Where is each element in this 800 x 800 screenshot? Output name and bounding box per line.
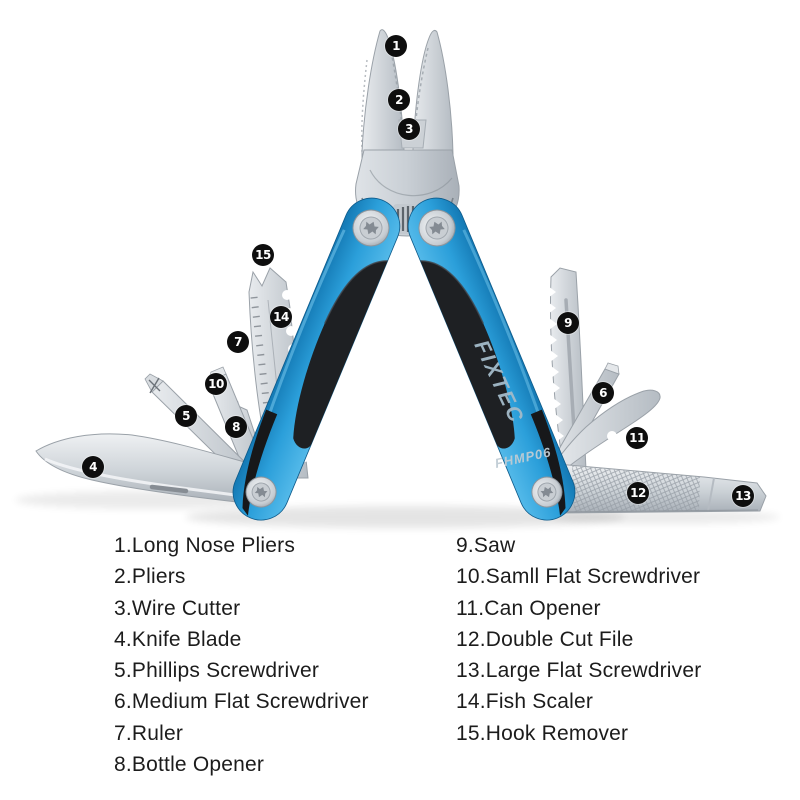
callout-5-phillips-screwdriver: 5 xyxy=(175,405,197,427)
legend-column-right: 9.Saw 10.Samll Flat Screwdriver 11.Can O… xyxy=(456,530,701,749)
callout-8-bottle-opener: 8 xyxy=(225,416,247,438)
knife-nail-nick xyxy=(149,484,189,494)
right-handle-top-screw xyxy=(418,209,456,247)
legend-item-can-opener: 11.Can Opener xyxy=(456,596,601,620)
legend-item-pliers: 2.Pliers xyxy=(114,565,186,589)
legend-item-double-cut-file: 12.Double Cut File xyxy=(456,627,634,651)
callout-1-long-nose-pliers: 1 xyxy=(385,35,407,57)
legend-item-fish-scaler: 14.Fish Scaler xyxy=(456,690,594,714)
left-handle-bottom-screw xyxy=(245,476,277,508)
legend-item-saw: 9.Saw xyxy=(456,534,516,557)
callout-11-can-opener: 11 xyxy=(626,427,648,449)
callout-15-hook-remover: 15 xyxy=(252,244,274,266)
legend-item-bottle-opener: 8.Bottle Opener xyxy=(114,753,265,777)
callout-13-large-flat-screwdriver: 13 xyxy=(732,485,754,507)
can-opener-tool xyxy=(546,389,661,483)
legend-item-wire-cutter: 3.Wire Cutter xyxy=(114,596,241,620)
legend-item-phillips-screwdriver: 5.Phillips Screwdriver xyxy=(114,659,320,683)
left-handle-grip-insert xyxy=(293,260,388,449)
legend-column-left: 1.Long Nose Pliers 2.Pliers 3.Wire Cutte… xyxy=(114,530,369,780)
left-handle-top-screw xyxy=(352,209,390,247)
callout-2-pliers: 2 xyxy=(388,89,410,111)
callout-3-wire-cutter: 3 xyxy=(398,118,420,140)
callout-6-medium-flat-screwdriver: 6 xyxy=(592,382,614,404)
left-handle xyxy=(232,197,401,521)
callout-10-small-flat-screwdriver: 10 xyxy=(205,373,227,395)
legend-item-medium-flat-screwdriver: 6.Medium Flat Screwdriver xyxy=(114,690,369,714)
legend-item-large-flat-screwdriver: 13.Large Flat Screwdriver xyxy=(456,659,702,683)
phillips-cross-tip xyxy=(148,377,161,394)
callout-4-knife-blade: 4 xyxy=(82,456,104,478)
legend-item-hook-remover: 15.Hook Remover xyxy=(456,721,629,745)
callout-9-saw: 9 xyxy=(557,312,579,334)
legend-item-small-flat-screwdriver: 10.Samll Flat Screwdriver xyxy=(456,565,701,589)
legend-item-long-nose-pliers: 1.Long Nose Pliers xyxy=(114,534,296,557)
legend-item-knife-blade: 4.Knife Blade xyxy=(114,627,242,651)
right-handle-bottom-screw xyxy=(531,476,563,508)
callout-7-ruler: 7 xyxy=(227,331,249,353)
right-handle xyxy=(407,197,576,521)
file-tip-seam xyxy=(707,477,715,512)
right-handle-grip-insert xyxy=(420,260,515,449)
callout-12-double-cut-file: 12 xyxy=(627,482,649,504)
callout-14-fish-scaler: 14 xyxy=(270,306,292,328)
legend-item-ruler: 7.Ruler xyxy=(114,721,184,745)
